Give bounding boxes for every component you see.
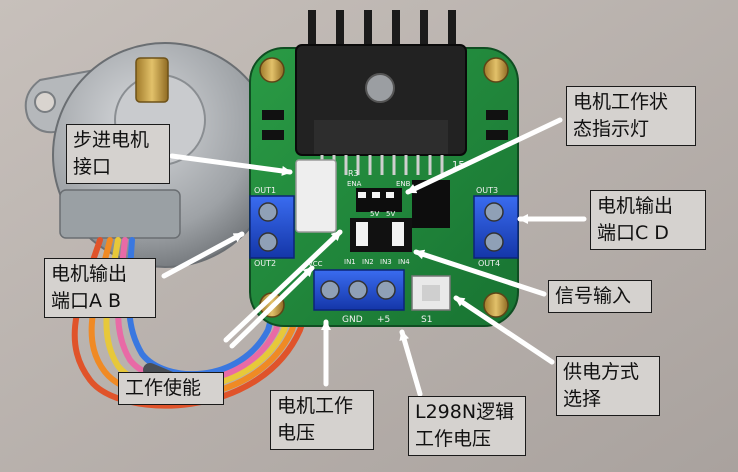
arrow-logic-voltage <box>399 329 423 397</box>
arrow-signal-input <box>413 249 547 297</box>
label-motor-out-cd: 电机输出 端口C D <box>590 190 706 250</box>
arrow-motor-out-ab <box>161 231 245 279</box>
silk-out3: OUT3 <box>476 186 498 195</box>
terminal-power <box>313 269 405 311</box>
silk-out2: OUT2 <box>254 259 276 268</box>
silk-in2: IN2 <box>362 258 374 266</box>
label-power-select: 供电方式 选择 <box>556 356 660 416</box>
label-enable: 工作使能 <box>118 372 224 405</box>
silk-gnd: GND <box>342 315 363 325</box>
arrow-stepper-port <box>169 153 293 176</box>
silk-in4: IN4 <box>398 258 410 266</box>
silk-in3: IN3 <box>380 258 392 266</box>
heatsink <box>295 10 467 156</box>
label-stepper-port: 步进电机 接口 <box>66 124 170 184</box>
label-signal-input: 信号输入 <box>548 280 652 313</box>
annotation-arrows <box>161 117 587 397</box>
label-status-led: 电机工作状 态指示灯 <box>566 86 696 146</box>
label-logic-voltage: L298N逻辑 工作电压 <box>408 396 526 456</box>
silk-r3: R3 <box>348 169 359 178</box>
label-motor-voltage: 电机工作 电压 <box>270 390 374 450</box>
chip-legs <box>320 155 444 175</box>
arrow-enable <box>223 229 343 343</box>
silk-5v-b: 5V <box>386 210 395 218</box>
label-motor-out-ab: 电机输出 端口A B <box>44 258 156 318</box>
silk-out4: OUT4 <box>478 259 500 268</box>
arrow-status-led <box>405 117 563 195</box>
silk-enb: ENB <box>396 180 411 188</box>
silk-vcc: VCC <box>308 260 323 268</box>
silk-in1: IN1 <box>344 258 356 266</box>
arrow-power-select <box>453 295 555 365</box>
arrow-enable-2 <box>229 265 315 349</box>
silk-5v-a: 5V <box>370 210 379 218</box>
silk-s1: S1 <box>421 315 432 325</box>
stepper-connector <box>295 159 337 233</box>
silk-ena: ENA <box>347 180 362 188</box>
silk-plus5: +5 <box>377 315 390 325</box>
terminal-out-ab <box>249 195 295 259</box>
terminal-out-cd <box>473 195 519 259</box>
silk-out1: OUT1 <box>254 186 276 195</box>
